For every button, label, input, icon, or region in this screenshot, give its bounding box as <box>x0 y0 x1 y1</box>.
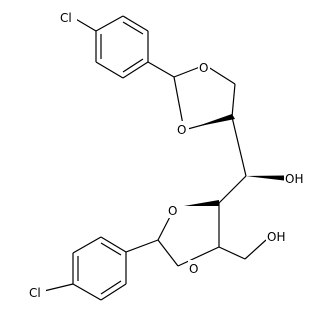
atom-cl-top: Cl <box>59 9 77 25</box>
bond <box>72 283 102 301</box>
double-bond-inner <box>100 280 122 295</box>
bond-c4-to-carbinol <box>231 116 247 177</box>
double-bond-inner <box>100 242 122 256</box>
bond <box>177 246 220 267</box>
atom-o-ring2-top: O <box>167 202 180 218</box>
bond <box>231 83 236 118</box>
atom-label-cl-bottom: Cl <box>29 286 41 300</box>
double-bond-inner <box>122 21 144 35</box>
atom-label-oh: OH <box>285 172 303 186</box>
atom-oh-end: OH <box>266 228 288 244</box>
double-bond-inner <box>122 58 144 73</box>
bond-c5-to-ch2 <box>218 246 246 260</box>
atom-cl-bottom: Cl <box>28 284 46 300</box>
bottom-chlorophenyl-ring <box>72 236 127 301</box>
atom-label-o: O <box>177 123 186 137</box>
bond <box>122 61 149 79</box>
bond-acetal-to-aryl-bottom <box>125 239 159 253</box>
bond-ring-to-cl-bottom <box>43 283 74 292</box>
stereo-wedge-bond <box>195 114 235 127</box>
atom-o-ring2-bottom: O <box>188 260 201 276</box>
bond-aryl-to-acetal-top <box>147 61 175 78</box>
atom-o-ring1-top: O <box>198 59 210 75</box>
top-chlorophenyl-ring <box>95 15 149 79</box>
bond-ring-to-cl-top <box>73 17 97 32</box>
atom-o-ring1-bottom: O <box>176 121 189 137</box>
atom-label-o: O <box>189 262 198 276</box>
bond <box>95 15 124 32</box>
atom-label-oh: OH <box>267 230 285 244</box>
stereo-wedge-bond-oh <box>246 175 284 181</box>
bond-ch2-to-oh <box>244 239 267 260</box>
bond-carbinol-to-c4-bottom <box>218 175 247 204</box>
bond <box>100 236 127 253</box>
bond <box>95 61 124 79</box>
bond <box>72 236 102 254</box>
atom-label-cl-top: Cl <box>60 11 72 25</box>
bond <box>157 239 179 267</box>
atom-oh-side: OH <box>284 170 306 186</box>
atom-label-o: O <box>199 61 208 75</box>
bond <box>122 15 149 32</box>
atom-label-o: O <box>168 204 177 218</box>
stereo-wedge-bond <box>184 200 219 206</box>
bond <box>100 283 127 301</box>
